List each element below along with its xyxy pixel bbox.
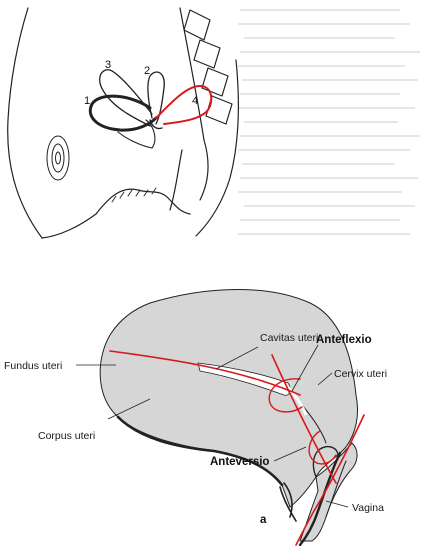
label-cavitas-uteri: Cavitas uteri bbox=[260, 332, 318, 344]
bladder-outline bbox=[117, 119, 156, 149]
uterus-anterior-wall bbox=[116, 415, 284, 487]
uterus-position-3 bbox=[99, 69, 153, 127]
label-cervix-uteri: Cervix uteri bbox=[334, 368, 387, 380]
position-label-4: 4 bbox=[192, 95, 198, 107]
cervix-stub bbox=[149, 119, 163, 130]
uterus-body-axis bbox=[109, 350, 301, 396]
background-text-texture bbox=[238, 9, 420, 235]
vagina-inner-wall bbox=[325, 460, 347, 518]
cervix-axis bbox=[271, 354, 337, 484]
perineum-outline bbox=[95, 188, 191, 215]
umbilicus bbox=[46, 135, 70, 181]
uterus-position-4 bbox=[155, 85, 213, 125]
leader-anteflexio bbox=[291, 344, 319, 392]
body-outline bbox=[7, 7, 43, 239]
label-anteversio: Anteversio bbox=[210, 456, 269, 468]
panel-letter: a bbox=[260, 514, 267, 526]
vagina-wall bbox=[298, 451, 342, 546]
label-anteflexio: Anteflexio bbox=[316, 334, 372, 346]
position-label-1: 1 bbox=[84, 95, 90, 107]
label-vagina: Vagina bbox=[352, 502, 384, 514]
leader-vagina bbox=[325, 500, 349, 508]
leader-corpus bbox=[107, 398, 151, 420]
cervix-inner-line bbox=[301, 404, 327, 444]
leader-cavitas bbox=[215, 346, 259, 370]
uterus-positions-sketch: 1 2 3 4 bbox=[7, 7, 420, 239]
leader-anteversio bbox=[273, 446, 307, 462]
perineum-hatching bbox=[111, 187, 157, 203]
leader-cervix bbox=[317, 372, 333, 386]
label-fundus-uteri: Fundus uteri bbox=[4, 360, 62, 372]
vagina-axis bbox=[295, 414, 365, 546]
uterus-anatomy-diagram: Cavitas uteri Anteflexio Fundus uteri Ce… bbox=[4, 289, 387, 546]
cervix-outer-contour bbox=[312, 445, 339, 478]
position-label-2: 2 bbox=[144, 65, 150, 77]
uterus-position-1 bbox=[88, 94, 158, 132]
uterus-position-2 bbox=[147, 71, 165, 125]
anteversio-angle-arc bbox=[308, 430, 337, 465]
anteflexio-angle-arc bbox=[268, 378, 303, 413]
label-corpus-uteri: Corpus uteri bbox=[38, 430, 95, 442]
thigh-outline bbox=[41, 213, 97, 239]
rectum-outline bbox=[279, 482, 297, 522]
cervical-canal bbox=[286, 386, 308, 416]
position-label-3: 3 bbox=[105, 59, 111, 71]
spine-sacrum bbox=[169, 7, 240, 237]
